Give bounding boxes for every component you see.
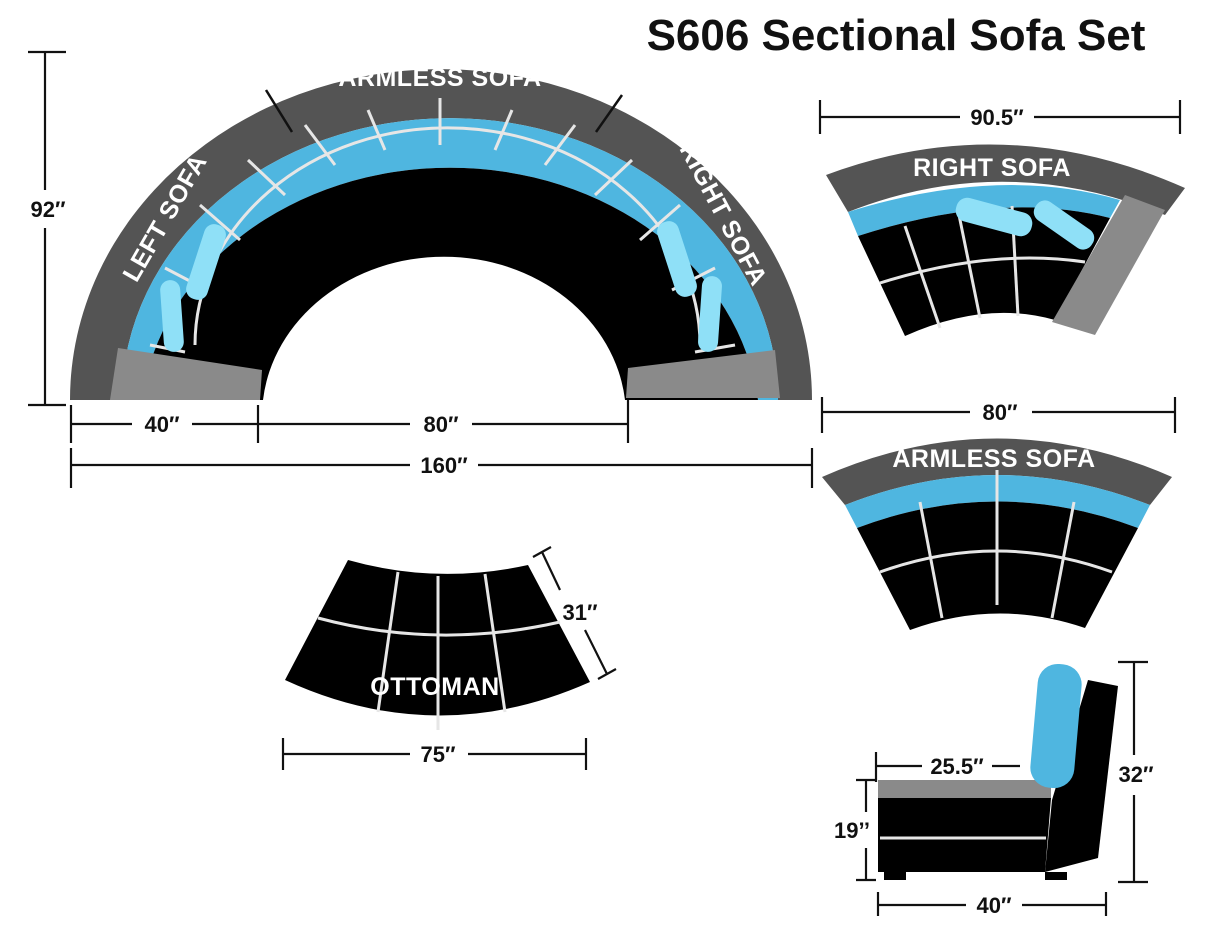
side-backrest bbox=[1045, 680, 1118, 872]
right-arm bbox=[626, 350, 780, 398]
dim-ottoman-depth: 31″ bbox=[562, 600, 597, 625]
pillow-right-2 bbox=[698, 276, 722, 352]
sectional-cushions bbox=[142, 167, 758, 400]
dim-main-height: 92″ bbox=[30, 197, 65, 222]
right-sofa-module: RIGHT SOFA bbox=[826, 144, 1185, 336]
side-foot-front bbox=[884, 872, 906, 880]
dim-side-depth: 40″ bbox=[976, 893, 1011, 918]
right-sofa-cushions bbox=[858, 207, 1110, 336]
main-dimension-lines: 92″ 40″ 80″ 160″ bbox=[28, 50, 814, 488]
right-sofa-dimension: 90.5″ bbox=[818, 100, 1182, 134]
dim-seat-height: 19’’ bbox=[834, 818, 870, 843]
armless-sofa-module: ARMLESS SOFA bbox=[822, 438, 1172, 630]
side-seat-base bbox=[878, 798, 1051, 872]
pillow-right-1 bbox=[657, 221, 697, 297]
sectional-frame bbox=[70, 69, 812, 400]
label-ottoman: OTTOMAN bbox=[370, 673, 499, 701]
right-sofa-pillow-2 bbox=[1033, 200, 1095, 250]
module-divider-left bbox=[264, 89, 294, 133]
dim-armless-sofa-width: 80″ bbox=[982, 400, 1017, 425]
dim-ottoman-width: 75″ bbox=[420, 742, 455, 767]
side-back-pillow bbox=[1030, 663, 1082, 789]
sectional-main-view: ARMLESS SOFA LEFT SOFA RIGHT SOFA bbox=[70, 64, 812, 401]
pillow-left-1 bbox=[186, 224, 226, 300]
dim-side-width: 40″ bbox=[144, 412, 179, 437]
ottoman-dimensions: 31″ 75″ bbox=[281, 546, 617, 770]
dim-total-width: 160″ bbox=[420, 453, 468, 478]
ottoman-module: OTTOMAN bbox=[285, 560, 590, 730]
label-right-sofa-module: RIGHT SOFA bbox=[913, 154, 1071, 182]
sectional-radial-seams bbox=[149, 98, 736, 354]
right-sofa-arm bbox=[1052, 195, 1165, 335]
dim-right-sofa-width: 90.5″ bbox=[970, 105, 1024, 130]
side-cushion-top bbox=[878, 780, 1051, 798]
side-foot-back bbox=[1045, 872, 1067, 880]
dim-total-height: 32″ bbox=[1118, 762, 1153, 787]
dim-seat-depth: 25.5″ bbox=[930, 754, 984, 779]
module-divider-right bbox=[594, 94, 624, 133]
sofa-side-view bbox=[878, 663, 1118, 880]
right-sofa-pillow-1 bbox=[955, 197, 1033, 237]
right-sofa-accent bbox=[848, 185, 1120, 236]
sectional-accent-band bbox=[122, 118, 778, 401]
right-sofa-frame bbox=[826, 144, 1185, 215]
label-armless-sofa: ARMLESS SOFA bbox=[338, 64, 541, 92]
page-title: S606 Sectional Sofa Set bbox=[647, 11, 1146, 60]
dim-inner-width: 80″ bbox=[423, 412, 458, 437]
side-view-dimensions: 25.5″ 19’’ 32″ 40″ bbox=[834, 660, 1154, 918]
label-armless-sofa-module: ARMLESS SOFA bbox=[892, 445, 1095, 473]
left-arm bbox=[110, 348, 262, 400]
armless-sofa-dimension: 80″ bbox=[820, 397, 1177, 433]
pillow-left-2 bbox=[160, 280, 184, 352]
